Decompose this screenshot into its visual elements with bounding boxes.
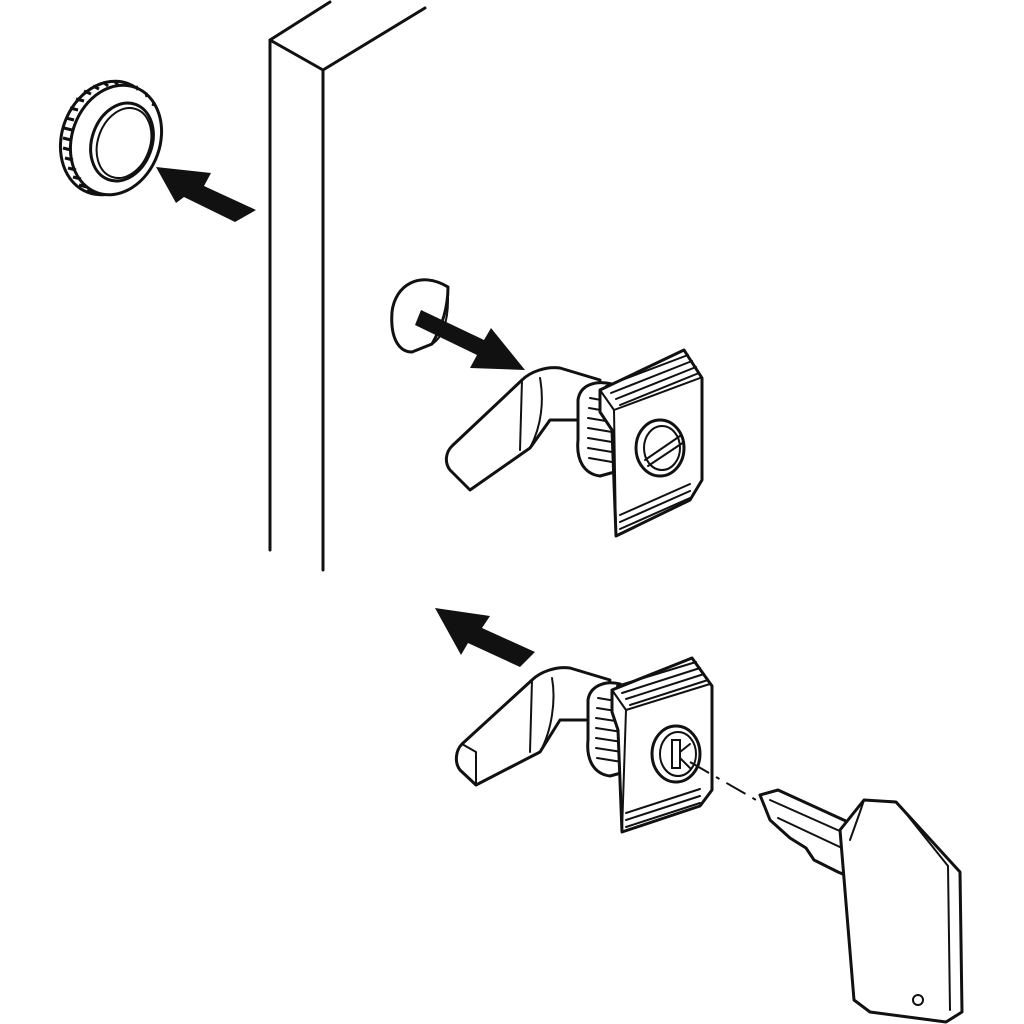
lock-insert-arrow (435, 608, 535, 667)
nut-removal-arrow (156, 167, 256, 222)
quarter-turn-cam-lock-keyed (454, 656, 714, 834)
quarter-turn-cam-lock-slot-insert (444, 348, 704, 538)
key-axis-line (689, 761, 771, 809)
spacer-arrow (415, 310, 525, 370)
cabinet-door-panel (268, 0, 427, 572)
knurled-retaining-nut (58, 79, 164, 197)
key (758, 788, 964, 1024)
